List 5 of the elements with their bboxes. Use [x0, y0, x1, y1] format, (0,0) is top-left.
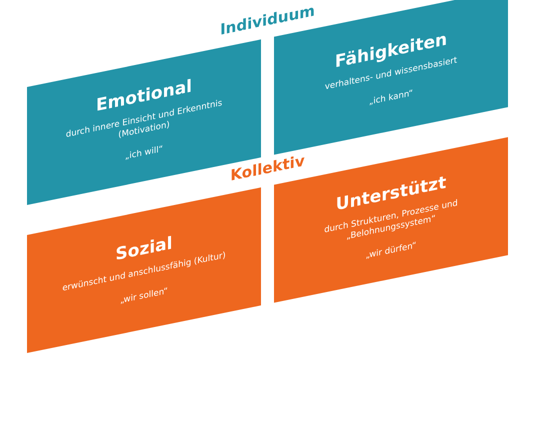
quote-text: „ich will“ [124, 144, 164, 165]
row-heading: Kollektiv [229, 150, 306, 187]
quote-text: „wir sollen“ [119, 285, 169, 308]
quote-text: „ich kann“ [368, 88, 414, 110]
quote-text: „wir dürfen“ [364, 240, 418, 264]
